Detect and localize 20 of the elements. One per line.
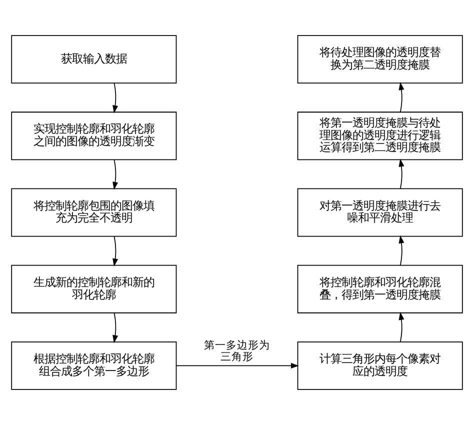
arrow [176,362,299,368]
node-box: 将待处理图像的透明度替换为第二透明度掩膜 [297,34,463,83]
node-box: 实现控制轮廓和羽化轮廓之间的图像的透明度渐变 [11,111,177,160]
node-box: 将控制轮廓和羽化轮廓混叠，得到第一透明度掩膜 [297,264,463,313]
arrow [398,311,404,342]
node-box: 将第一透明度掩膜与待处理图像的透明度进行逻辑运算得到第二透明度掩膜 [297,111,463,160]
arrow [112,159,118,190]
node-box: 根据控制轮廓和羽化轮廓组合成多个第一多边形 [11,341,177,390]
node-box: 生成新的控制轮廓和新的羽化轮廓 [11,264,177,313]
edge-label: 第一多边形为三角形 [204,339,270,363]
arrow [398,234,404,266]
node-box: 获取输入数据 [11,34,177,83]
arrow [398,158,404,189]
arrow [112,236,118,266]
arrow [112,312,118,343]
node-box: 计算三角形内每个像素对应的透明度 [297,341,463,390]
arrow [398,82,404,112]
node-box: 对第一透明度掩膜进行去噪和平滑处理 [297,188,463,236]
arrow [112,82,118,113]
node-box: 将控制轮廓包围的图像填充为完全不透明 [11,188,177,236]
